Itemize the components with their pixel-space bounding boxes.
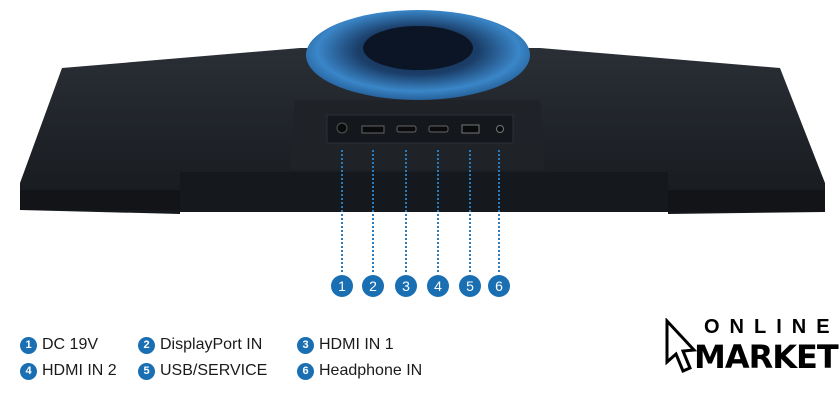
port-badge-3: 3 [395, 275, 417, 297]
logo-line-2: MARKET [694, 338, 839, 376]
legend-item-3: 3 HDMI IN 1 [297, 336, 394, 354]
legend-label: HDMI IN 1 [319, 336, 394, 353]
right-vent [668, 190, 825, 212]
legend-label: DC 19V [42, 336, 99, 353]
legend-number: 5 [138, 362, 155, 380]
dc-port-icon [336, 122, 348, 134]
port-badge-4: 4 [427, 275, 449, 297]
usb-icon [461, 124, 480, 134]
headphone-port-icon [496, 125, 504, 133]
legend-number: 4 [20, 362, 37, 380]
legend-item-2: 2 DisplayPort IN [138, 336, 262, 354]
bottom-vent [180, 172, 668, 212]
legend-item-4: 4 HDMI IN 2 [20, 362, 117, 380]
left-vent [20, 190, 180, 210]
legend-label: DisplayPort IN [160, 336, 263, 353]
hdmi2-icon [428, 125, 449, 133]
displayport-icon [361, 125, 385, 134]
cursor-icon [665, 318, 698, 373]
legend-item-6: 6 Headphone IN [297, 362, 422, 380]
legend-label: HDMI IN 2 [42, 362, 117, 379]
port-badge-6: 6 [488, 275, 510, 297]
port-panel [326, 114, 514, 144]
legend-number: 1 [20, 336, 37, 354]
port-badge-1: 1 [331, 275, 353, 297]
hdmi1-icon [396, 125, 417, 133]
legend-item-1: 1 DC 19V [20, 336, 98, 354]
legend-item-5: 5 USB/SERVICE [138, 362, 267, 380]
logo-line-1: ONLINE [704, 316, 840, 338]
leader-lines [341, 150, 500, 274]
legend-number: 3 [297, 336, 314, 354]
legend-label: USB/SERVICE [160, 362, 268, 379]
legend-number: 6 [297, 362, 314, 380]
legend-label: Headphone IN [319, 362, 423, 379]
online-market-logo: ONLINE MARKET [664, 316, 839, 378]
port-badge-5: 5 [459, 275, 481, 297]
legend-number: 2 [138, 336, 155, 354]
port-badge-2: 2 [362, 275, 384, 297]
